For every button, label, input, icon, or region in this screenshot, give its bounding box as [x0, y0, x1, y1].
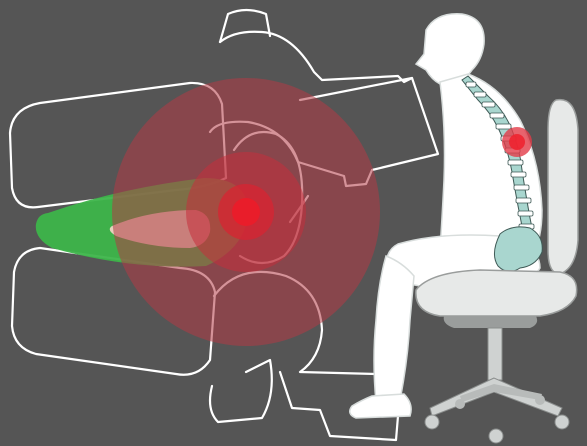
chair-caster: [535, 395, 545, 405]
chair-caster: [555, 415, 569, 429]
chair-caster: [489, 429, 503, 443]
person-head: [416, 14, 484, 84]
spine-pain-spot: [502, 127, 532, 157]
chair-gas-lift: [488, 328, 502, 380]
right-process: [300, 78, 412, 100]
person-lower-leg: [374, 256, 414, 402]
lower-spinous-process: [210, 360, 272, 422]
person-foot: [350, 394, 411, 418]
chair-caster: [425, 415, 439, 429]
chair-caster: [455, 399, 465, 409]
chair-seat: [416, 270, 577, 316]
chair-backrest: [548, 100, 578, 274]
pain-indicator: [112, 78, 380, 346]
chair-seat-base: [444, 316, 537, 328]
pain-center: [232, 198, 260, 226]
